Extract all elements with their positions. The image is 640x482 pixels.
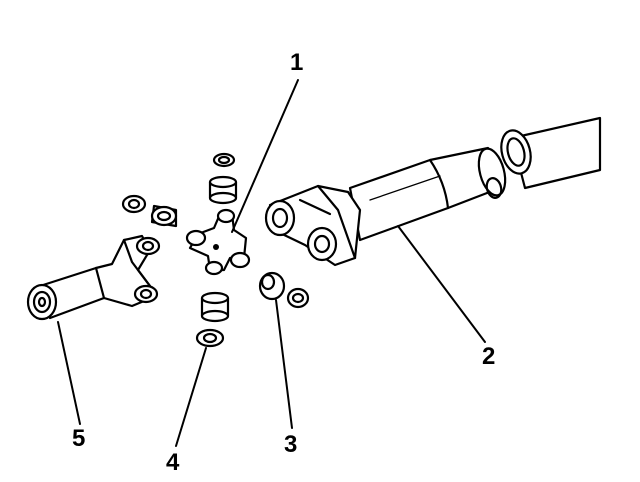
bearing-cap-top: [208, 175, 238, 205]
leader-5: [57, 321, 81, 425]
retainer-ring-bottom: [195, 328, 225, 348]
front-yoke: [26, 234, 161, 321]
leader-lines: [57, 79, 486, 447]
callout-labels: 1 2 3 4 5: [72, 49, 495, 476]
u-joint-cross: [185, 208, 251, 276]
callout-2: 2: [482, 343, 495, 370]
callout-1: 1: [290, 49, 303, 76]
bearing-cap-bottom: [200, 291, 230, 323]
retainer-ring-left: [121, 194, 147, 214]
bearing-cap-left: [150, 204, 178, 228]
retainer-ring-right: [286, 287, 310, 309]
bearing-cap-right: [258, 271, 286, 301]
leader-2: [397, 225, 486, 343]
leader-4: [175, 347, 207, 447]
leader-1: [231, 79, 299, 233]
callout-5: 5: [72, 425, 85, 452]
callout-3: 3: [284, 431, 297, 458]
leader-3: [275, 299, 293, 429]
callout-4: 4: [166, 449, 180, 476]
propeller-shaft: [264, 116, 602, 267]
retainer-ring-top: [212, 152, 236, 168]
